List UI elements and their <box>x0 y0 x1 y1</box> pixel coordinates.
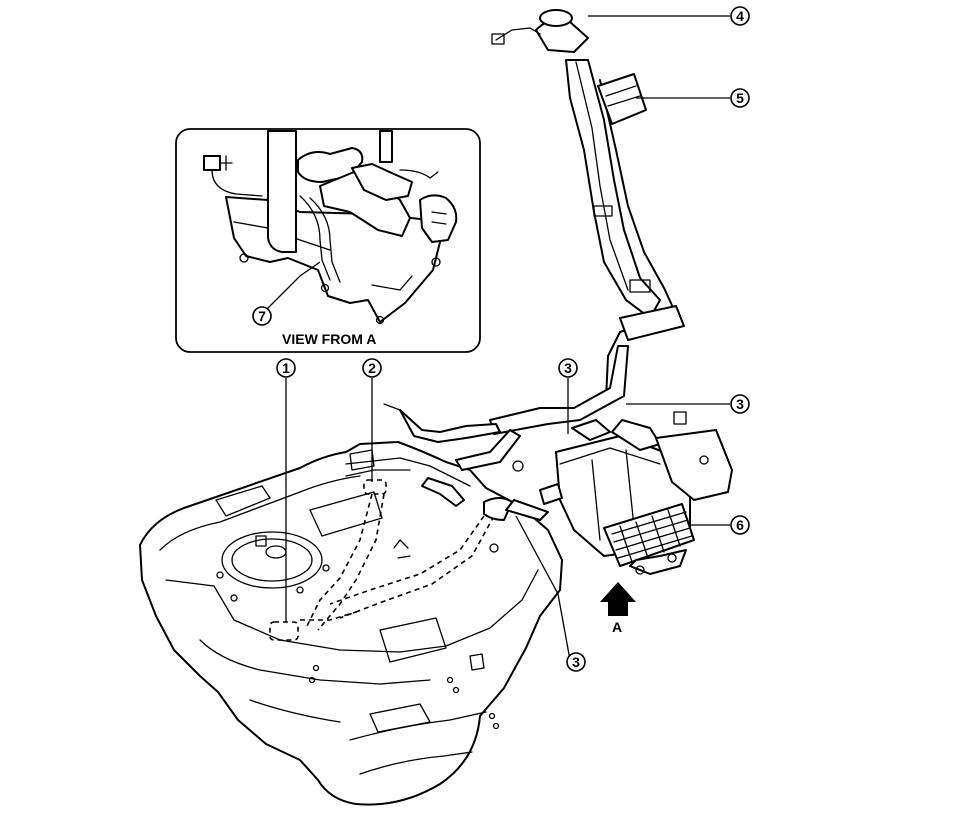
callout-4: 4 <box>730 6 750 26</box>
fuel-tank <box>139 441 563 806</box>
callout-2: 2 <box>362 358 382 378</box>
callout-3-bottom-number: 3 <box>572 654 580 670</box>
inset-caption: VIEW FROM A <box>282 331 376 347</box>
callout-6-number: 6 <box>736 517 744 533</box>
callout-6: 6 <box>730 515 750 535</box>
callout-4-number: 4 <box>736 8 744 24</box>
callout-1: 1 <box>276 358 296 378</box>
leader-lines <box>285 15 730 661</box>
callout-3-right-number: 3 <box>736 396 744 412</box>
charcoal-canister <box>539 411 733 575</box>
view-arrow-a: A <box>600 582 636 635</box>
callout-7-number: 7 <box>258 308 266 324</box>
filler-pipe <box>383 9 685 521</box>
callout-3-bottom: 3 <box>566 652 586 672</box>
inset-view <box>175 128 481 353</box>
callout-3-top-number: 3 <box>564 360 572 376</box>
callout-2-number: 2 <box>368 360 376 376</box>
callout-3-top: 3 <box>558 358 578 378</box>
callout-3-right: 3 <box>730 394 750 414</box>
callout-5: 5 <box>730 88 750 108</box>
callout-1-number: 1 <box>282 360 290 376</box>
arrow-label: A <box>612 619 622 635</box>
callout-5-number: 5 <box>736 90 744 106</box>
callout-7: 7 <box>252 306 272 326</box>
